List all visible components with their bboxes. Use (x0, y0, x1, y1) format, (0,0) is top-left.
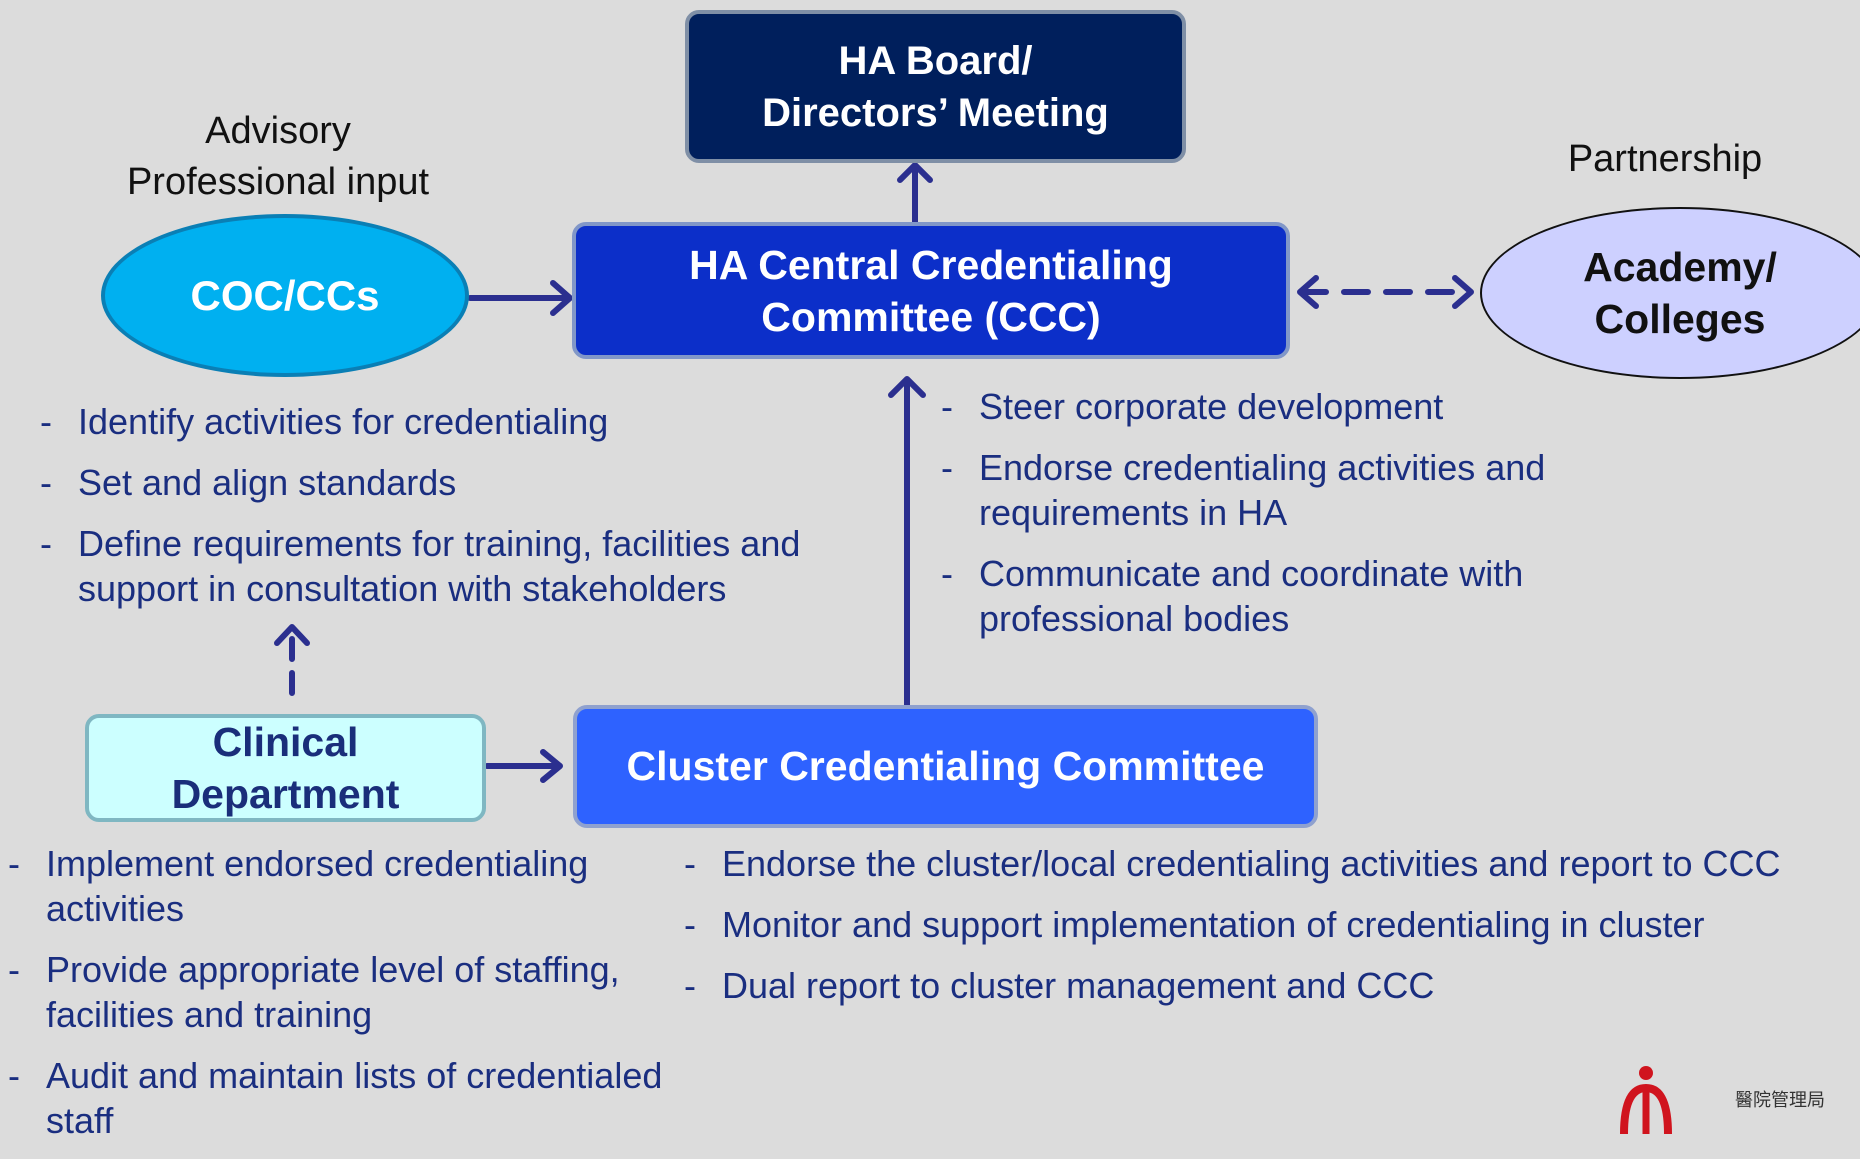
list-item: Set and align standards (40, 460, 880, 505)
clinical-department-box: Clinical Department (85, 714, 486, 822)
coc-ccs-ellipse: COC/CCs (101, 214, 469, 377)
arrow-cluster-to-ccc (888, 376, 926, 708)
advisory-line1: Advisory (205, 110, 351, 152)
list-item: Endorse credentialing activities and req… (941, 445, 1701, 535)
coc-label: COC/CCs (190, 271, 380, 319)
cluster-duties-list: Endorse the cluster/local credentialing … (684, 841, 1854, 1024)
academy-colleges-ellipse: Academy/ Colleges (1480, 207, 1860, 379)
clinical-line1: Clinical (212, 719, 359, 765)
ha-board-box: HA Board/ Directors’ Meeting (685, 10, 1186, 163)
hospital-authority-logo-icon: 醫院管理局 (1620, 1066, 1860, 1139)
list-item: Implement endorsed credentialing activit… (8, 841, 668, 931)
cluster-committee-box: Cluster Credentialing Committee (573, 705, 1318, 828)
list-item: Endorse the cluster/local credentialing … (684, 841, 1854, 886)
list-item: Provide appropriate level of staffing, f… (8, 947, 668, 1037)
ccc-box: HA Central Credentialing Committee (CCC) (572, 222, 1290, 359)
board-title-line1: HA Board/ (838, 38, 1033, 83)
partnership-caption: Partnership (1567, 138, 1763, 180)
logo-text: 醫院管理局 (1735, 1090, 1825, 1111)
arrow-ccc-to-board (897, 162, 933, 225)
list-item: Audit and maintain lists of credentialed… (8, 1053, 668, 1143)
list-item: Identify activities for credentialing (40, 399, 880, 444)
arrow-coc-to-ccc (467, 280, 573, 316)
list-item: Define requirements for training, facili… (40, 521, 880, 611)
advisory-line2: Professional input (126, 161, 430, 203)
ccc-title-line1: HA Central Credentialing (689, 241, 1173, 288)
coc-duties-list: Identify activities for credentialing Se… (40, 399, 880, 627)
clinical-duties-list: Implement endorsed credentialing activit… (8, 841, 668, 1159)
list-item: Steer corporate development (941, 384, 1701, 429)
list-item: Dual report to cluster management and CC… (684, 963, 1854, 1008)
cluster-label: Cluster Credentialing Committee (626, 743, 1265, 789)
list-item: Monitor and support implementation of cr… (684, 902, 1854, 947)
academy-label: Academy/ Colleges (1583, 244, 1777, 342)
ccc-duties-list: Steer corporate development Endorse cred… (941, 384, 1701, 657)
clinical-line2: Department (171, 771, 400, 817)
ccc-title-line2: Committee (CCC) (761, 293, 1101, 340)
advisory-caption: Advisory Professional input (100, 106, 456, 208)
arrow-clinical-to-cluster (484, 749, 563, 783)
board-title-line2: Directors’ Meeting (762, 90, 1109, 135)
connector-arrows (274, 162, 1474, 783)
list-item: Communicate and coordinate with professi… (941, 551, 1701, 641)
